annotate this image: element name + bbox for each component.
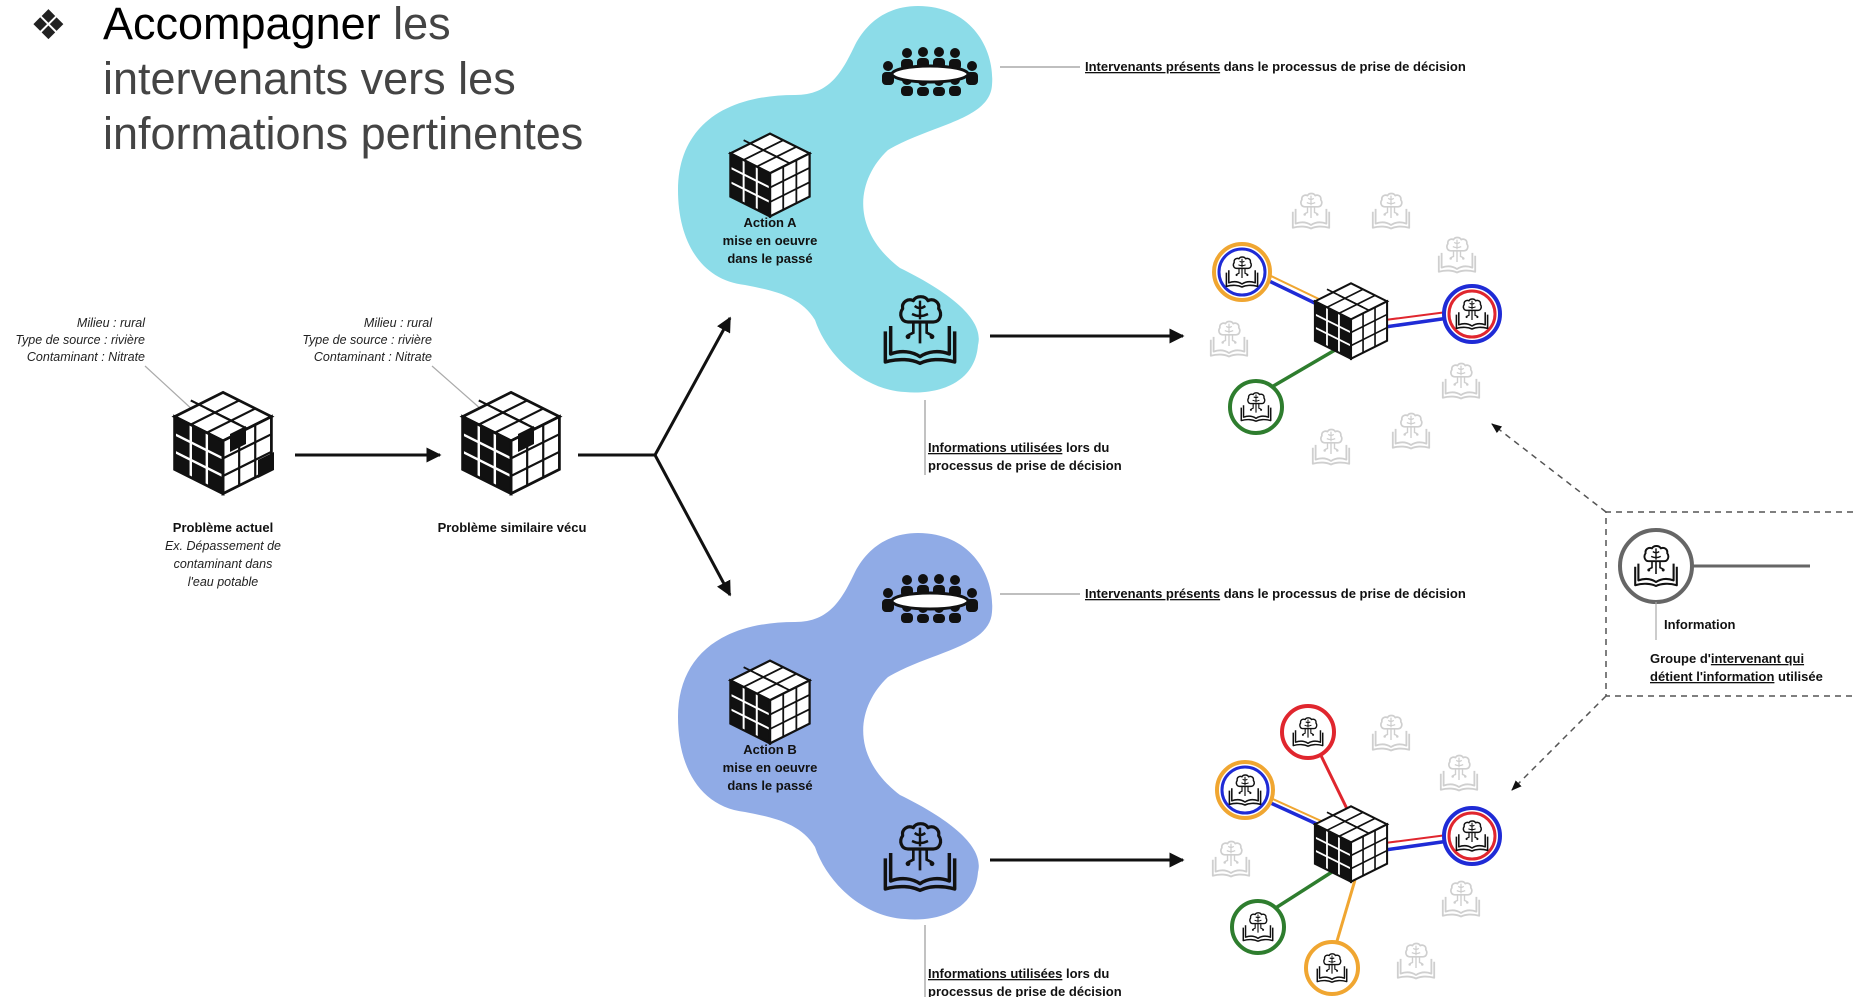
current-context-1: Milieu : rural [77, 316, 146, 330]
action-b-shape [678, 533, 993, 920]
similar-problem: Milieu : rural Type de source : rivière … [302, 316, 586, 535]
title-rest: les intervenants vers les informations p… [103, 0, 584, 159]
current-problem: Milieu : rural Type de source : rivière … [15, 316, 281, 589]
legend-info-label: Information [1664, 617, 1736, 632]
network-b-cube-icon [1313, 805, 1389, 883]
similar-context-3: Contaminant : Nitrate [314, 350, 432, 364]
faded-info-icon [1371, 714, 1411, 752]
action-a-line-2: mise en oeuvre [723, 233, 818, 248]
bullet-icon: ❖ [30, 1, 67, 49]
faded-info-icon [1211, 840, 1251, 878]
node-green-b [1230, 899, 1286, 955]
info-label-a-1: Informations utilisées lors du [928, 440, 1109, 455]
similar-context-2: Type de source : rivière [302, 333, 432, 347]
page-title: Accompagner les intervenants vers les in… [103, 0, 663, 161]
info-label-b-1: Informations utilisées lors du [928, 966, 1109, 981]
info-label-b-2: processus de prise de décision [928, 984, 1122, 997]
node-red-blue-b [1442, 806, 1502, 866]
action-a-blob: Action A mise en oeuvre dans le passé [678, 6, 993, 393]
action-b-line-2: mise en oeuvre [723, 760, 818, 775]
action-a-shape [678, 6, 993, 393]
network-b [1211, 704, 1502, 996]
faded-info-icon [1441, 362, 1481, 400]
node-green-a [1228, 379, 1284, 435]
legend-group-line-1: Groupe d'intervenant qui [1650, 651, 1804, 666]
current-problem-desc-1: Ex. Dépassement de [165, 539, 281, 553]
faded-info-icon [1396, 942, 1436, 980]
faded-info-icon [1291, 192, 1331, 230]
network-a [1209, 192, 1502, 466]
action-a-line-1: Action A [744, 215, 798, 230]
current-problem-cube-icon [173, 391, 273, 495]
network-a-cube-icon [1313, 282, 1389, 360]
legend-group-line-2: détient l'information utilisée [1650, 669, 1823, 684]
faded-info-icon [1439, 754, 1479, 792]
faded-info-icon [1441, 880, 1481, 918]
faded-info-icon [1311, 428, 1351, 466]
faded-info-icon [1209, 320, 1249, 358]
similar-problem-cube-icon [461, 391, 561, 495]
node-orange-b [1304, 940, 1360, 996]
current-context-3: Contaminant : Nitrate [27, 350, 145, 364]
current-problem-desc-2: contaminant dans [174, 557, 273, 571]
node-red-blue-a [1442, 284, 1502, 344]
node-orange-blue-a [1212, 242, 1272, 302]
node-orange-blue-b [1215, 760, 1275, 820]
action-a-line-3: dans le passé [727, 251, 812, 266]
current-context-2: Type de source : rivière [15, 333, 145, 347]
people-label-a: Intervenants présents dans le processus … [1085, 59, 1466, 74]
people-label-b: Intervenants présents dans le processus … [1085, 586, 1466, 601]
faded-info-icon [1371, 192, 1411, 230]
node-red-b [1280, 704, 1336, 760]
similar-context-1: Milieu : rural [364, 316, 433, 330]
branch-arrows [578, 316, 732, 597]
legend: Information Groupe d'intervenant qui dét… [1491, 423, 1853, 791]
info-label-a-2: processus de prise de décision [928, 458, 1122, 473]
action-b-line-3: dans le passé [727, 778, 812, 793]
current-problem-desc-3: l'eau potable [188, 575, 259, 589]
faded-info-icon [1391, 412, 1431, 450]
title-strong: Accompagner [103, 0, 381, 49]
faded-info-icon [1437, 236, 1477, 274]
action-b-blob: Action B mise en oeuvre dans le passé [678, 533, 993, 920]
action-b-line-1: Action B [743, 742, 796, 757]
similar-problem-title: Problème similaire vécu [438, 520, 587, 535]
current-problem-title: Problème actuel [173, 520, 273, 535]
